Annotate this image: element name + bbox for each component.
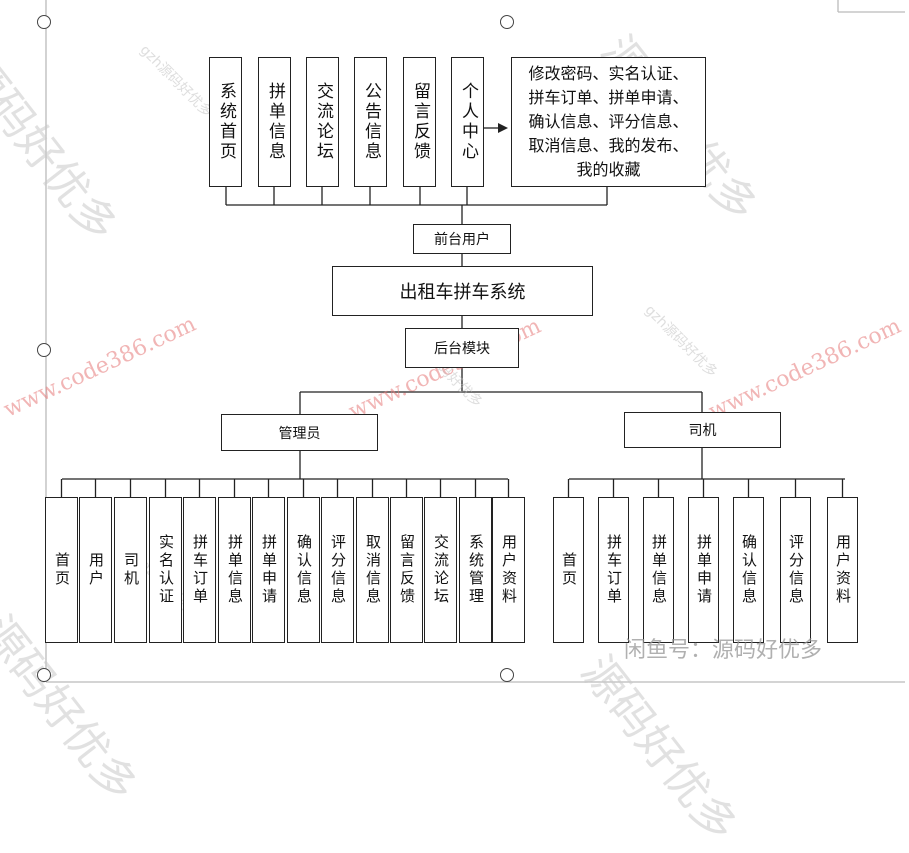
node-top-module: 留言反馈 [403, 57, 436, 187]
node-admin-module: 留言反馈 [390, 497, 423, 643]
node-admin-module: 首页 [45, 497, 78, 643]
node-top-module: 拼单信息 [258, 57, 291, 187]
resize-handle-icon[interactable] [500, 15, 514, 29]
node-driver-module: 确认信息 [733, 497, 764, 643]
node-top-module: 公告信息 [354, 57, 387, 187]
node-admin: 管理员 [221, 414, 378, 451]
node-backend-module: 后台模块 [405, 328, 519, 368]
node-admin-module: 评分信息 [321, 497, 354, 643]
node-driver-module: 拼单申请 [688, 497, 719, 643]
node-admin-module: 拼单信息 [218, 497, 251, 643]
node-driver-module: 用户资料 [827, 497, 858, 643]
resize-handle-icon[interactable] [37, 668, 51, 682]
node-admin-module: 司机 [114, 497, 147, 643]
node-admin-module: 拼车订单 [183, 497, 216, 643]
node-driver-module: 拼单信息 [643, 497, 674, 643]
node-top-module: 交流论坛 [306, 57, 339, 187]
node-driver-module: 评分信息 [780, 497, 811, 643]
node-top-module: 系统首页 [209, 57, 242, 187]
node-admin-module: 取消信息 [356, 497, 389, 643]
node-driver-module: 拼车订单 [598, 497, 629, 643]
node-admin-module: 用户资料 [492, 497, 525, 643]
node-personal-center-detail: 修改密码、实名认证、拼车订单、拼单申请、确认信息、评分信息、取消信息、我的发布、… [511, 57, 706, 187]
node-admin-module: 实名认证 [149, 497, 182, 643]
node-admin-module: 系统管理 [459, 497, 492, 643]
node-admin-module: 确认信息 [287, 497, 320, 643]
node-frontend-user: 前台用户 [413, 224, 511, 254]
connector-lines [45, 0, 905, 683]
resize-handle-icon[interactable] [37, 343, 51, 357]
node-driver-module: 首页 [553, 497, 584, 643]
node-admin-module: 交流论坛 [424, 497, 457, 643]
node-system-title: 出租车拼车系统 [332, 266, 593, 316]
resize-handle-icon[interactable] [500, 668, 514, 682]
node-driver: 司机 [624, 412, 781, 448]
node-personal-center: 个人中心 [451, 57, 484, 187]
node-admin-module: 拼单申请 [252, 497, 285, 643]
node-admin-module: 用户 [79, 497, 112, 643]
resize-handle-icon[interactable] [37, 15, 51, 29]
